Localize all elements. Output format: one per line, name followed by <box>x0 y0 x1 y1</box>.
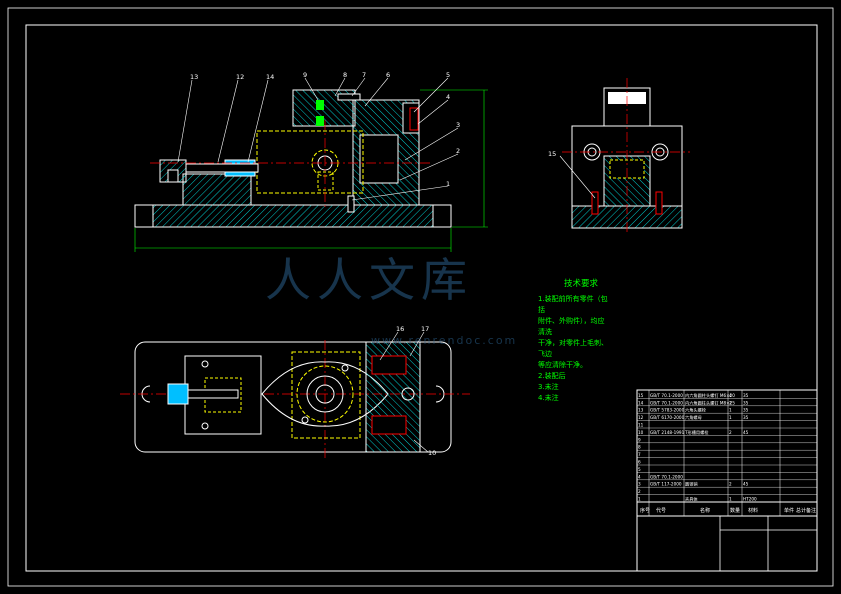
part-number-balloon: 1 <box>446 180 450 188</box>
side-view <box>559 78 690 232</box>
parts-cell: 10 <box>638 430 644 435</box>
tech-req-line: 1.装配前所有零件（包括 <box>538 295 608 314</box>
parts-header: 材料 <box>748 507 758 514</box>
parts-cell: T形槽用螺栓 <box>684 429 709 436</box>
part-number-balloon: 15 <box>548 150 556 158</box>
parts-cell: 35 <box>743 400 749 405</box>
parts-header: 单件 <box>784 507 794 514</box>
parts-cell: 12 <box>638 415 644 420</box>
parts-cell: 35 <box>743 415 749 420</box>
parts-header: 数量 <box>730 507 740 514</box>
parts-cell: 2 <box>729 430 732 435</box>
parts-cell: 内六角圆柱头螺钉 M6×20 <box>685 392 735 399</box>
part-number-balloon: 9 <box>303 71 307 79</box>
parts-cell: 1 <box>729 408 732 413</box>
parts-cell: 9 <box>638 437 641 442</box>
parts-cell: 夹具体 <box>685 496 698 503</box>
parts-cell: 6 <box>638 460 641 465</box>
parts-header: 名称 <box>700 507 710 514</box>
part-number-balloon: 16 <box>396 325 404 333</box>
parts-cell: GB/T 70.1-2000 <box>650 393 683 398</box>
parts-cell: GB/T 2148-1991 <box>650 430 685 435</box>
parts-cell: 1 <box>729 415 732 420</box>
tech-req-line: 3.未注 <box>538 383 559 391</box>
parts-cell: GB/T 70.1-2000 <box>650 474 683 479</box>
part-number-balloon: 12 <box>236 73 244 81</box>
parts-cell: 2 <box>729 400 732 405</box>
plan-view <box>120 331 470 458</box>
parts-cell: 2 <box>638 489 641 494</box>
outer-border <box>7 7 834 587</box>
part-number-balloon: 4 <box>446 93 450 101</box>
part-number-balloon: 5 <box>446 71 450 79</box>
parts-header: 序号 <box>640 507 650 514</box>
parts-cell: 15 <box>638 393 644 398</box>
parts-cell: 六角螺母 <box>685 414 702 421</box>
part-number-balloon: 14 <box>266 73 274 81</box>
part-number-balloon: 7 <box>362 71 366 79</box>
parts-cell: 45 <box>743 482 749 487</box>
tech-req-line: 干净，对零件上毛刺、飞边 <box>538 339 608 358</box>
parts-cell: 35 <box>743 408 749 413</box>
parts-cell: 3 <box>638 482 641 487</box>
parts-header: 备注 <box>806 507 816 514</box>
parts-cell: 内六角圆柱头螺钉 M8×25 <box>685 399 735 406</box>
front-view <box>134 77 488 252</box>
part-number-balloon: 10 <box>428 449 436 457</box>
parts-cell: 2 <box>729 482 732 487</box>
part-number-balloon: 13 <box>190 73 198 81</box>
parts-header: 总计 <box>796 507 806 514</box>
parts-cell: 14 <box>638 400 644 405</box>
tech-req-line: 4.未注 <box>538 394 559 402</box>
part-number-balloon: 2 <box>456 147 460 155</box>
parts-cell: 1 <box>729 497 732 502</box>
part-number-balloon: 8 <box>343 71 347 79</box>
parts-cell: 11 <box>638 423 644 428</box>
parts-cell: 7 <box>638 452 641 457</box>
parts-cell: 4 <box>638 474 641 479</box>
tech-req-title: 技术要求 <box>563 279 598 289</box>
tech-req-line: 附件、外购件），均应清洗 <box>538 317 605 336</box>
parts-cell: 13 <box>638 408 644 413</box>
technical-requirements: 技术要求 1.装配前所有零件（包括 附件、外购件），均应清洗 干净，对零件上毛刺… <box>538 279 610 404</box>
parts-cell: HT200 <box>743 497 757 502</box>
parts-cell: 1 <box>638 497 641 502</box>
inner-border <box>25 24 818 572</box>
parts-cell: GB/T 5783-2000 <box>650 408 685 413</box>
parts-cell: GB/T 6170-2000 <box>650 415 685 420</box>
parts-cell: 5 <box>638 467 641 472</box>
parts-cell: GB/T 70.1-2000 <box>650 400 683 405</box>
parts-cell: 45 <box>743 430 749 435</box>
tech-req-line: 等应清除干净。 <box>538 361 587 369</box>
tech-req-line: 2.装配后 <box>538 372 566 380</box>
part-number-balloon: 6 <box>386 71 390 79</box>
part-number-balloon: 17 <box>421 325 429 333</box>
parts-cell: 8 <box>638 445 641 450</box>
parts-cell: 35 <box>743 393 749 398</box>
part-number-balloon: 3 <box>456 121 460 129</box>
parts-cell: 圆锥销 <box>685 481 698 488</box>
parts-header: 代号 <box>656 507 666 514</box>
parts-cell: 4 <box>729 393 732 398</box>
parts-cell: 六角头螺栓 <box>685 407 707 414</box>
parts-cell: GB/T 117-2000 <box>650 482 682 487</box>
